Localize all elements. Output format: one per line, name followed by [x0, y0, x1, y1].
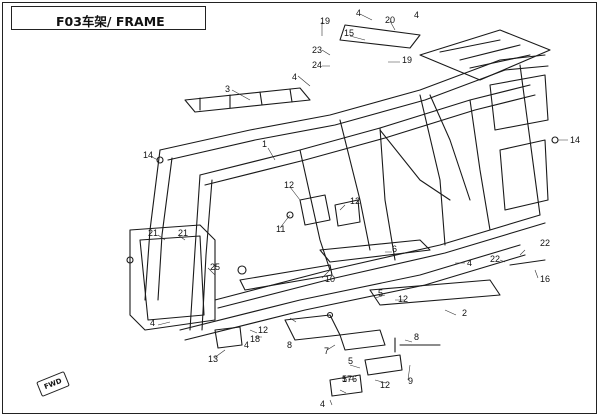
bolt-11: [286, 211, 294, 219]
callout-4g: 4: [320, 399, 325, 409]
callout-1: 1: [262, 139, 267, 149]
bushing-25: [237, 265, 247, 275]
front-rack-slats: [199, 88, 293, 111]
callout-3: 3: [225, 84, 230, 94]
engine-mount-right: [334, 199, 361, 227]
callout-6b: 6: [352, 374, 357, 384]
callout-5b: 5: [348, 356, 353, 366]
rod-16: [509, 259, 546, 266]
hole-front: [126, 256, 134, 264]
nut-14-left: [156, 156, 164, 164]
callout-12a: 12: [284, 180, 294, 190]
callout-12e: 12: [380, 380, 390, 390]
upper-main-rail: [159, 54, 546, 151]
bolt-9: [394, 337, 441, 353]
leader-lines: [151, 13, 568, 406]
bottom-bracket-6: [329, 374, 363, 397]
front-post-right: [189, 174, 201, 331]
callout-21a: 21: [148, 228, 158, 238]
nut-5: [326, 311, 334, 319]
callout-12d: 12: [258, 325, 268, 335]
crossmember-10: [319, 239, 431, 263]
rear-box: [489, 74, 549, 131]
callout-numbers: 19 4 20 4 15 23 19 24 4 3 1 14 14 12 12 …: [143, 8, 580, 409]
callout-17: 17: [342, 374, 352, 384]
callout-4f: 4: [244, 340, 249, 350]
callout-18: 18: [250, 334, 260, 344]
diagonal-brace-1: [339, 119, 371, 251]
nut-14-right: [551, 136, 559, 144]
callout-14a: 14: [143, 150, 153, 160]
callout-4d: 4: [467, 258, 472, 268]
callout-4c: 4: [292, 72, 297, 82]
diagonal-brace-2: [429, 94, 471, 201]
skid-plate: [369, 279, 501, 306]
drawing-sheet: F03车架/ FRAME: [2, 2, 597, 414]
callout-8b: 8: [287, 340, 292, 350]
callout-11: 11: [276, 224, 285, 234]
callout-8a: 8: [414, 332, 419, 342]
upper-rail-2-inner: [204, 94, 536, 186]
upper-main-rail-inner: [167, 65, 549, 161]
callout-22a: 22: [490, 254, 500, 264]
callout-4b: 4: [414, 10, 419, 20]
front-bulkhead: [129, 224, 216, 331]
callout-22b: 22: [540, 238, 550, 248]
callout-15: 15: [344, 28, 354, 38]
callout-4a: 4: [356, 8, 361, 18]
crossmember-front: [239, 264, 333, 291]
bottom-bracket-18: [284, 314, 341, 341]
callout-14b: 14: [570, 135, 580, 145]
bottom-bracket-17: [364, 354, 403, 376]
callout-13: 13: [208, 354, 218, 364]
callout-12c: 12: [398, 294, 408, 304]
front-post-left: [144, 149, 161, 301]
callout-19a: 19: [320, 16, 330, 26]
callout-19b: 19: [402, 55, 412, 65]
mid-upright-4: [469, 99, 491, 231]
callout-12b: 12: [350, 196, 360, 206]
page-title: F03车架/ FRAME: [56, 14, 165, 29]
callout-21b: 21: [178, 228, 188, 238]
callout-4e: 4: [150, 318, 155, 328]
engine-mount-left: [299, 194, 331, 226]
rear-rack-slats: [439, 39, 531, 69]
bracket-13: [214, 326, 243, 349]
mid-upright-3: [419, 94, 446, 246]
lower-rail-left: [179, 244, 521, 331]
callout-10: 10: [325, 274, 335, 284]
callout-25: 25: [210, 262, 220, 272]
front-bulkhead-inner: [139, 235, 205, 321]
rear-shock-plate: [499, 139, 549, 211]
callout-7: 7: [324, 346, 329, 356]
callout-5c: 5: [342, 374, 347, 384]
diagonal-brace-3: [379, 129, 451, 201]
callout-23: 23: [312, 45, 322, 55]
callout-2: 2: [462, 308, 467, 318]
front-post-left-inner: [157, 157, 173, 301]
rear-rack-bracket: [339, 24, 421, 49]
callout-16: 16: [540, 274, 550, 284]
callout-6a: 6: [392, 244, 397, 254]
rear-rack: [419, 29, 551, 81]
callout-5a: 5: [378, 288, 383, 298]
title-box: F03车架/ FRAME: [11, 6, 206, 30]
mid-upright-1: [299, 149, 331, 271]
frame-drawing: [126, 24, 559, 397]
callout-20: 20: [385, 15, 395, 25]
rear-upright: [519, 64, 541, 216]
mid-upright-2: [379, 127, 396, 261]
bottom-bracket-7: [339, 329, 386, 351]
callout-9: 9: [408, 376, 413, 386]
lower-rail-right-inner: [217, 222, 546, 309]
lower-rail-left-inner: [184, 254, 526, 341]
front-rack: [184, 87, 311, 113]
callout-24: 24: [312, 60, 322, 70]
